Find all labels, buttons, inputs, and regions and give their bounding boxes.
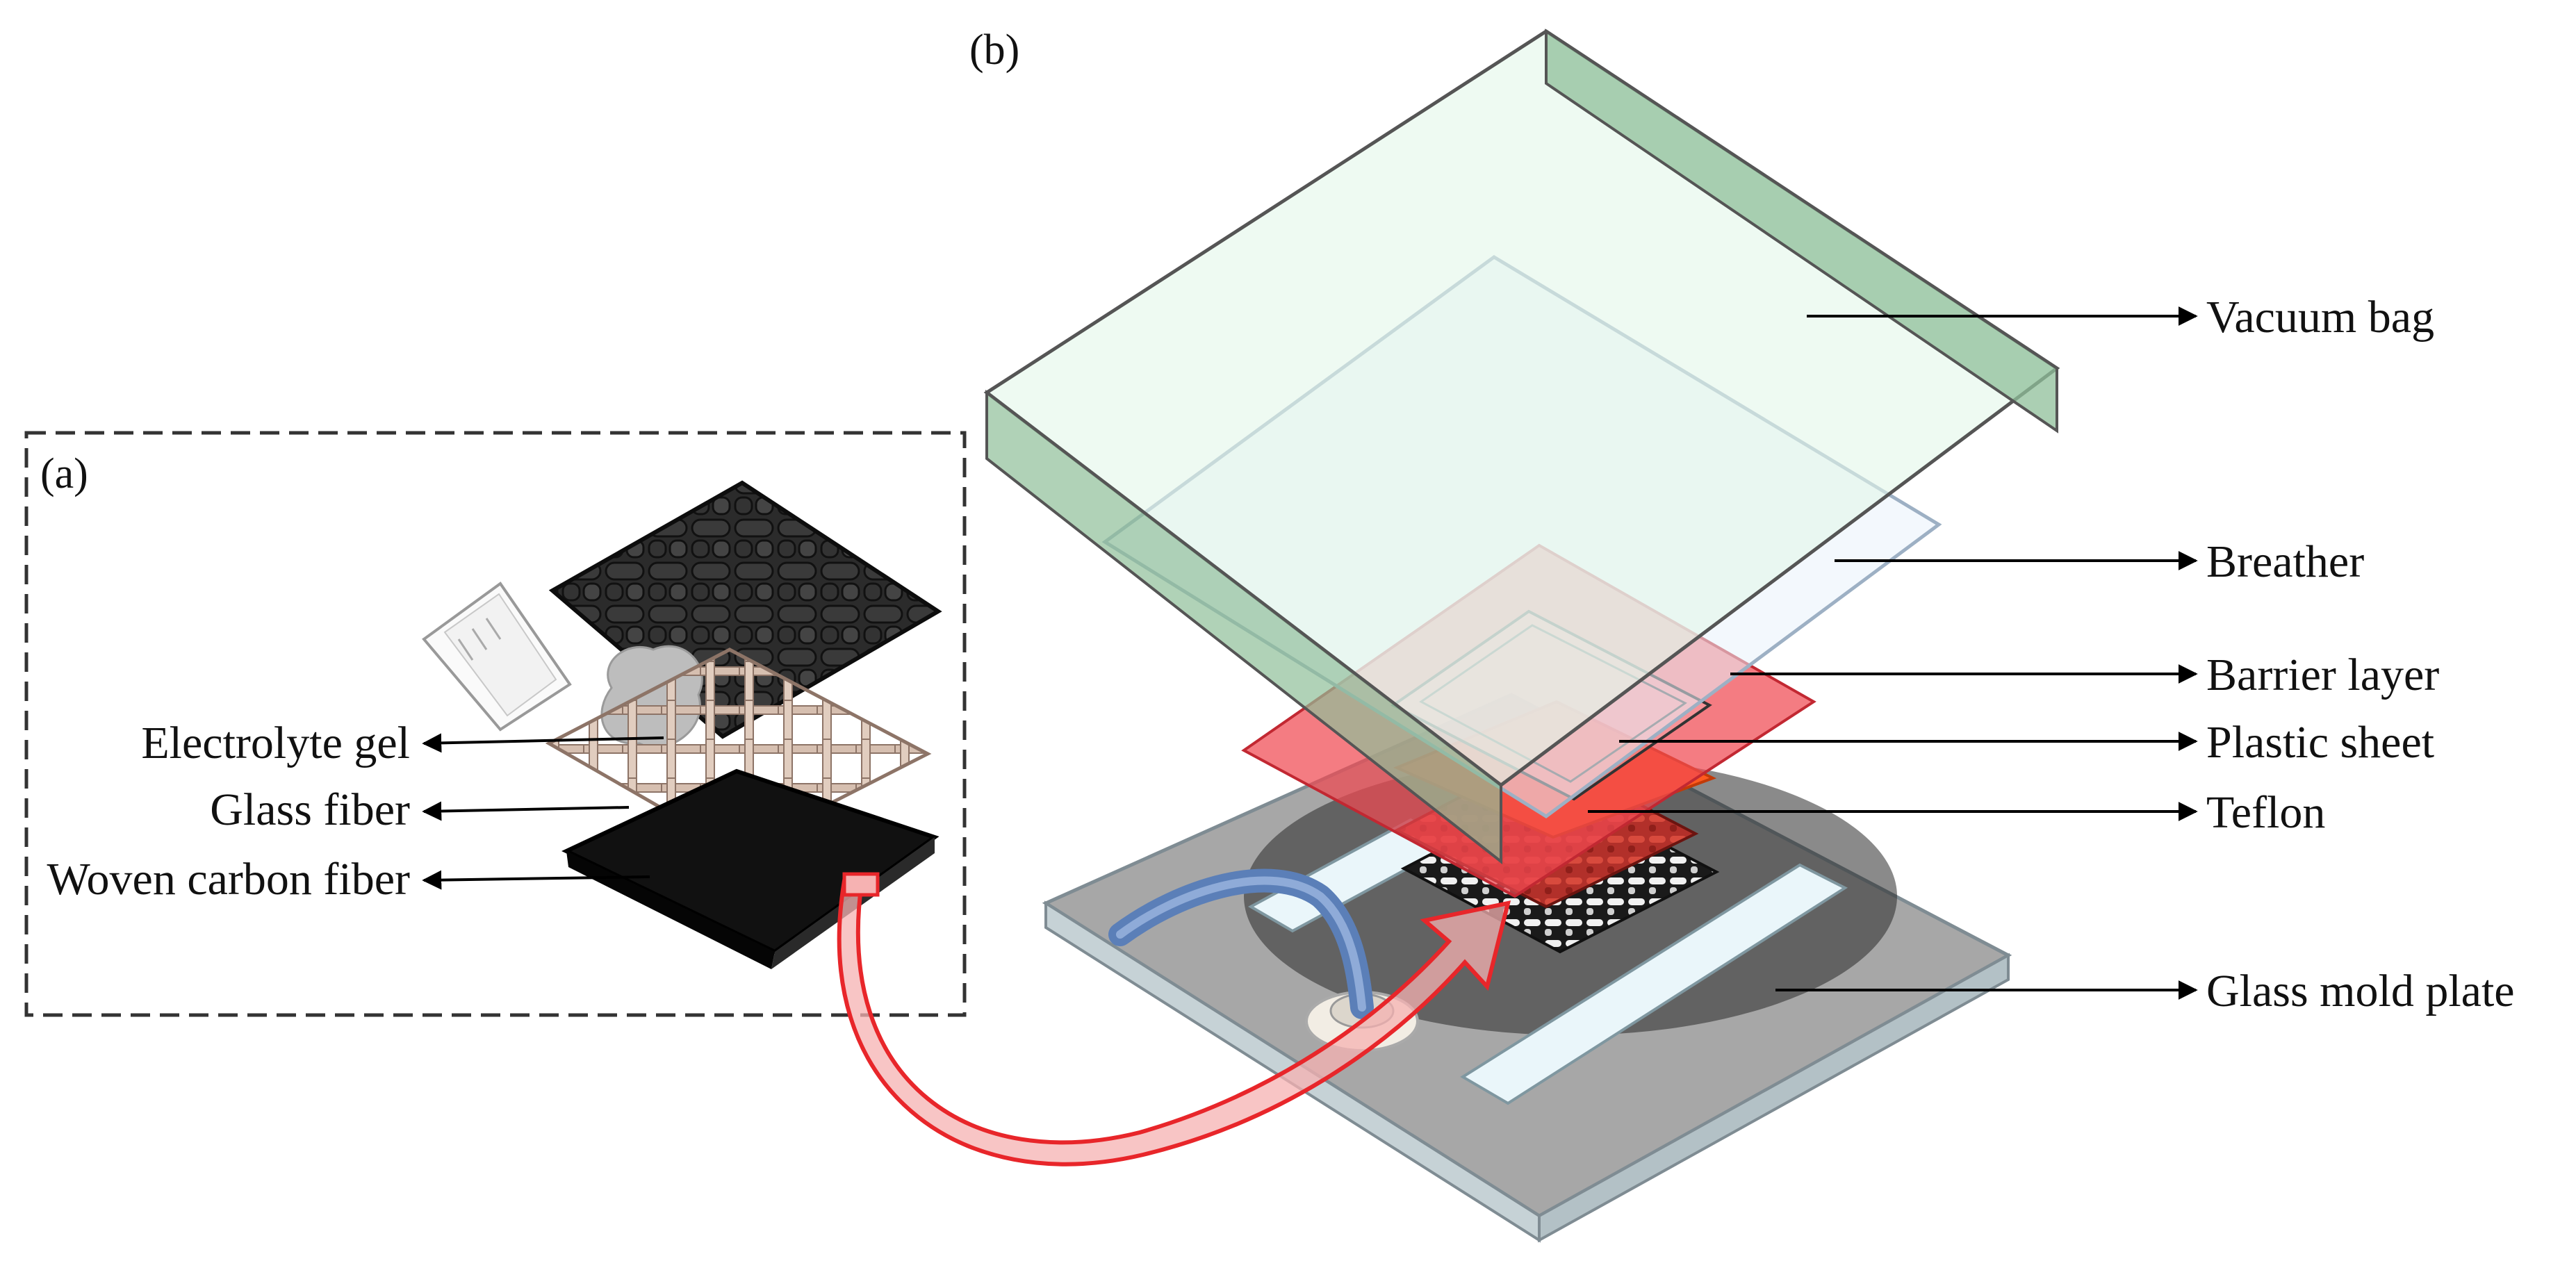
vacuum-bag [983, 28, 2060, 865]
carbon-fiber-bottom-layer [561, 768, 940, 969]
panel-b: (b) [837, 26, 2515, 1243]
transfer-arrow [837, 878, 1511, 1167]
label-barrier-layer: Barrier layer [2206, 650, 2439, 700]
panel-b-tag: (b) [969, 26, 1019, 74]
label-electrolyte-gel: Electrolyte gel [141, 718, 410, 768]
beaker-icon [422, 582, 572, 732]
label-woven-carbon-fiber: Woven carbon fiber [47, 854, 410, 905]
label-glass-mold-plate: Glass mold plate [2206, 966, 2515, 1016]
panel-a-tag: (a) [40, 450, 88, 497]
panel-a: (a) Electrolyte gel [24, 431, 967, 1017]
leader-woven-carbon-fiber [422, 870, 650, 890]
label-teflon: Teflon [2206, 787, 2325, 838]
label-breather: Breather [2206, 536, 2364, 587]
leader-electrolyte-gel [422, 733, 664, 753]
label-vacuum-bag: Vacuum bag [2206, 292, 2434, 343]
panel-a-dashed-frame [24, 431, 967, 1017]
sealant-strip-front [1460, 863, 1848, 1105]
leader-glass-fiber [422, 801, 630, 821]
label-plastic-sheet: Plastic sheet [2206, 717, 2434, 768]
label-glass-fiber: Glass fiber [210, 784, 410, 835]
